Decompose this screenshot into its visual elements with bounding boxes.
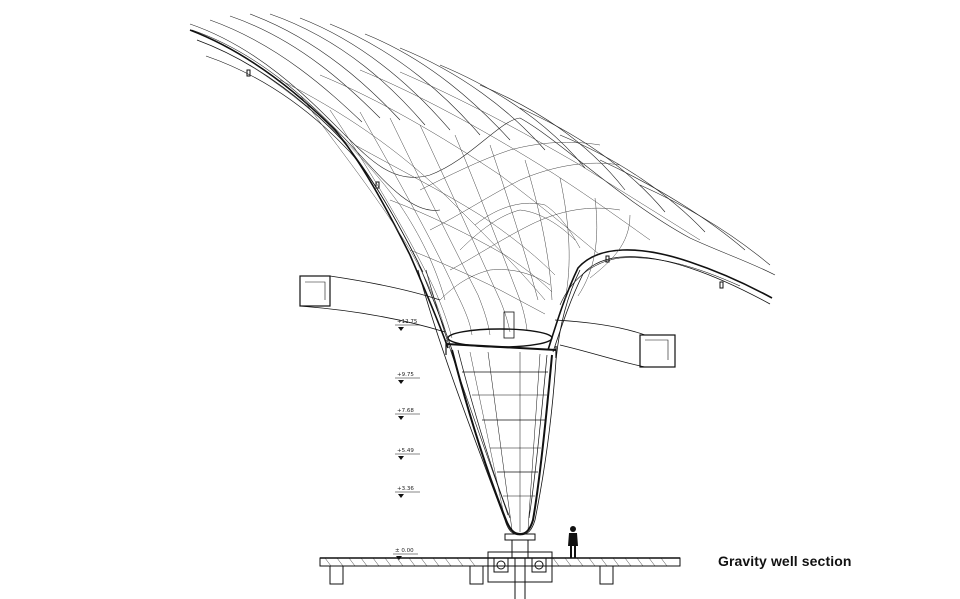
- level-label: +3.36: [397, 486, 414, 492]
- level-marker: +7.68: [395, 408, 420, 420]
- foundation-base: [319, 533, 681, 599]
- roof-lattice: [249, 64, 701, 341]
- level-label: +12.75: [397, 319, 418, 325]
- level-marker: +9.75: [395, 372, 420, 384]
- gravity-cone: [417, 269, 581, 536]
- scale-figure: [568, 526, 578, 558]
- right-walkway-beam: [554, 319, 676, 368]
- level-marker: +3.36: [395, 486, 420, 498]
- roof-canopy: [189, 13, 776, 276]
- level-label: +5.49: [397, 448, 414, 454]
- level-label: +7.68: [397, 408, 414, 414]
- roof-detail-marks: [246, 69, 724, 289]
- figure-caption: Gravity well section: [718, 553, 852, 569]
- level-marker: +12.75: [395, 319, 420, 331]
- level-label: ± 0.00: [395, 548, 414, 554]
- roof-left-edge: [189, 29, 453, 351]
- ring-beam: [445, 311, 557, 358]
- level-marker: +5.49: [395, 448, 420, 460]
- level-label: +9.75: [397, 372, 414, 378]
- level-markers: +12.75 +9.75 +7.68 +5.49 +3.36: [393, 319, 420, 560]
- left-walkway-beam: [299, 275, 446, 333]
- level-marker: ± 0.00: [393, 548, 418, 560]
- roof-right-edge: [547, 249, 773, 353]
